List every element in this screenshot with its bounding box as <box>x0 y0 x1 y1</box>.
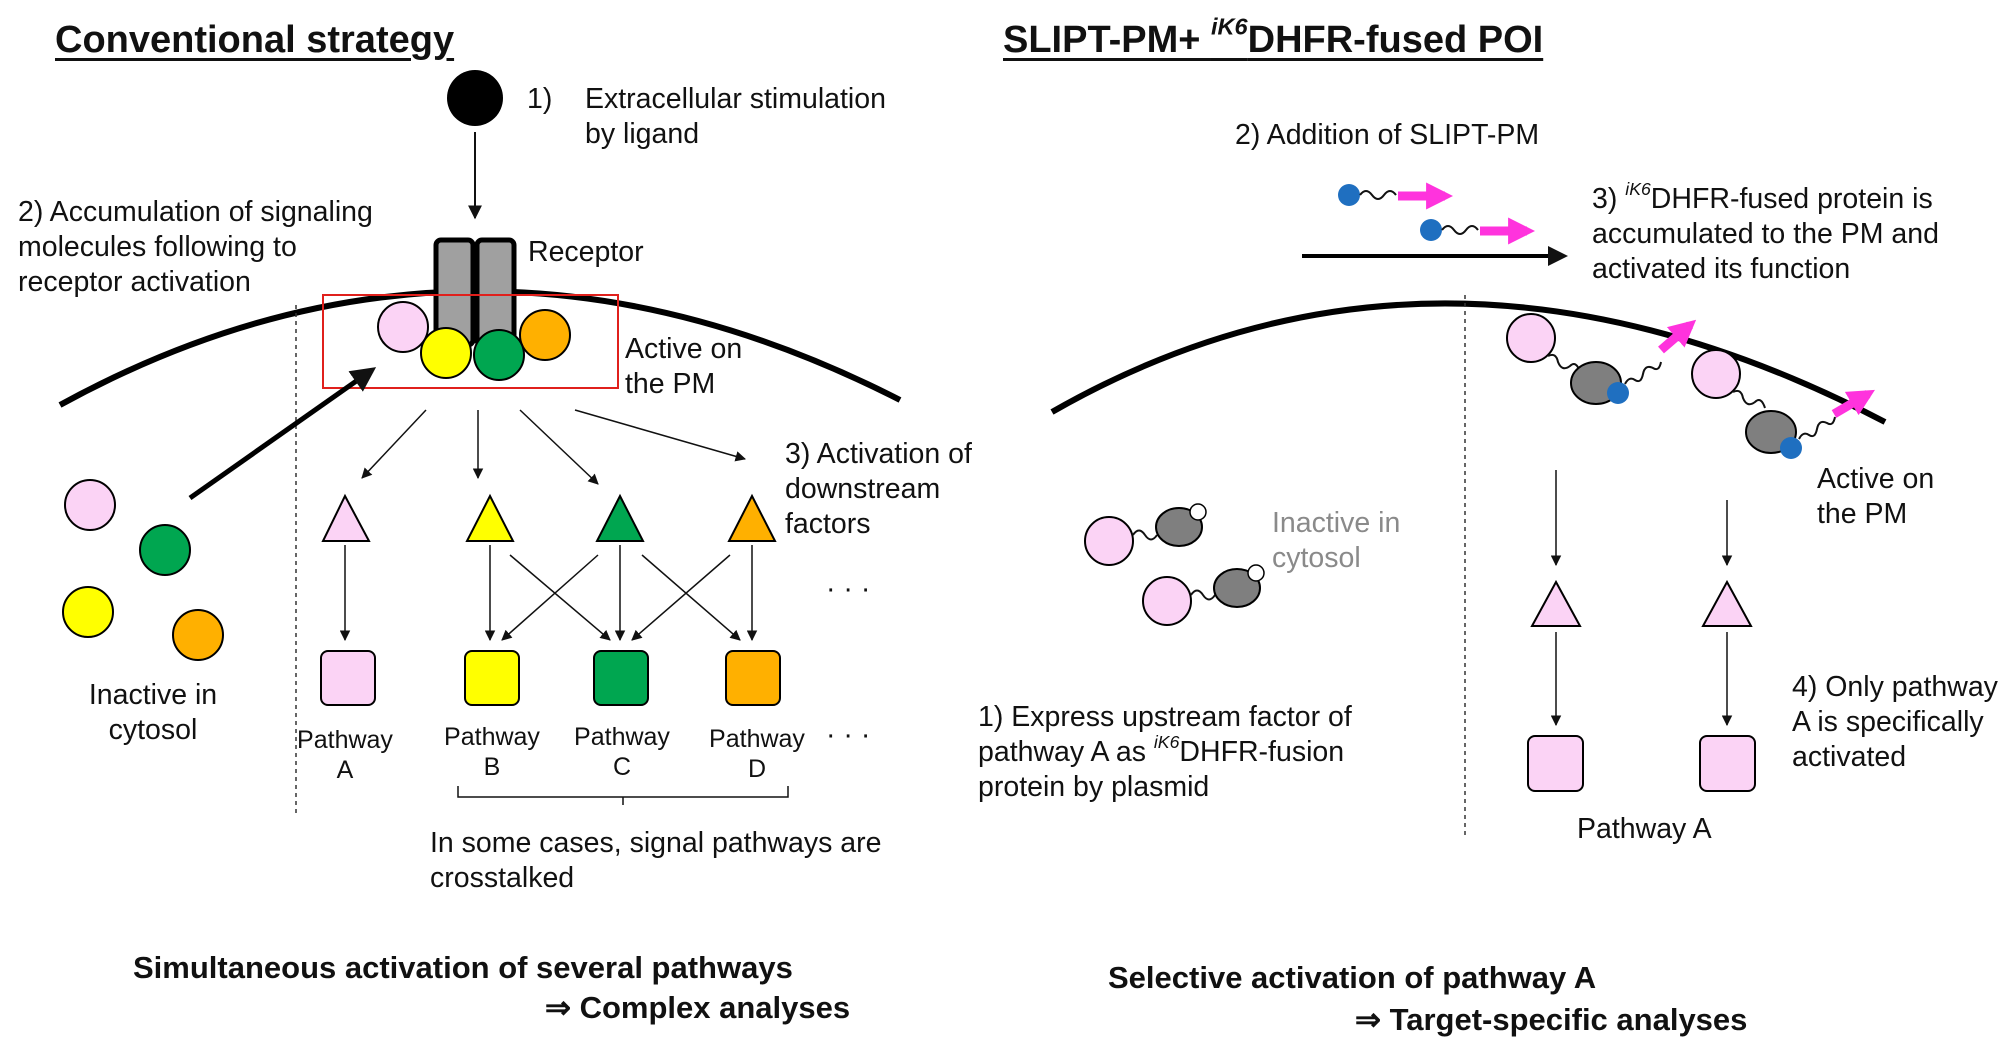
dhfr-fusion-icon <box>1142 564 1265 626</box>
green-molecule-active <box>473 329 525 381</box>
left-summary-line1: Simultaneous activation of several pathw… <box>133 950 793 985</box>
crosstalk-note: In some cases, signal pathways are cross… <box>430 827 882 894</box>
right-pathway-label: Pathway A <box>1577 813 1712 845</box>
left-title: Conventional strategy <box>55 19 455 61</box>
yellow-molecule-cytosol <box>62 586 114 638</box>
dhfr-fusion-active-2 <box>1691 349 1875 459</box>
orange-molecule-cytosol <box>172 609 224 661</box>
pathway-d-label: Pathway D <box>709 725 805 783</box>
pathway-c-label: Pathway C <box>574 723 670 781</box>
plasma-membrane-right <box>1050 300 1887 425</box>
pink-molecule-active <box>377 301 429 353</box>
pathway-a-label: Pathway A <box>297 726 393 784</box>
square-yellow <box>464 650 520 706</box>
right-step2-text: 2) Addition of SLIPT-PM <box>1235 119 1540 151</box>
left-step1-number: 1) <box>527 83 553 115</box>
left-step3-text: 3) Activation of downstream factors <box>785 438 972 540</box>
triangle-yellow <box>465 493 515 542</box>
pathway-b-label: Pathway B <box>444 723 540 781</box>
slipt-pm-icon <box>1420 217 1536 245</box>
left-summary-line2: ⇒ Complex analyses <box>545 990 851 1025</box>
ellipsis-upper: · · · <box>826 573 871 605</box>
orange-molecule-active <box>519 309 571 361</box>
ellipsis-lower: · · · <box>826 719 871 751</box>
left-step1-text: Extracellular stimulation by ligand <box>585 83 886 150</box>
right-summary-line2: ⇒ Target-specific analyses <box>1355 1002 1748 1037</box>
triangle-pink-right-2 <box>1701 579 1753 627</box>
active-region-box <box>322 294 619 389</box>
green-molecule-cytosol <box>139 524 191 576</box>
right-active-label: Active on the PM <box>1817 463 1935 530</box>
triangle-pink <box>321 493 371 542</box>
ligand-icon <box>447 70 503 126</box>
square-pink-right-1 <box>1527 735 1584 792</box>
triangle-pink-right-1 <box>1530 579 1582 627</box>
triangle-orange <box>727 493 777 542</box>
recruitment-arrow <box>188 367 377 501</box>
right-step4-text: 4) Only pathway A is specifically activa… <box>1792 671 1998 773</box>
right-step1-text: 1) Express upstream factor of pathway A … <box>978 701 1352 803</box>
pink-molecule-cytosol <box>64 479 116 531</box>
square-orange <box>725 650 781 706</box>
square-pink-right-2 <box>1699 735 1756 792</box>
crosstalk-bracket <box>457 786 789 805</box>
right-title: SLIPT-PM+ iK6DHFR-fused POI <box>1003 13 1544 61</box>
dhfr-fusion-icon <box>1084 503 1207 566</box>
left-active-label: Active on the PM <box>625 333 743 400</box>
right-step3-text: 3) iK6DHFR-fused protein is accumulated … <box>1592 178 1939 285</box>
slipt-pm-icon <box>1338 182 1454 210</box>
right-summary-line1: Selective activation of pathway A <box>1108 960 1597 995</box>
square-green <box>593 650 649 706</box>
yellow-molecule-active <box>420 327 472 379</box>
dhfr-fusion-active-1 <box>1506 313 1697 405</box>
receptor-label: Receptor <box>528 236 644 268</box>
right-inactive-label: Inactive in cytosol <box>1272 507 1401 574</box>
square-pink <box>320 650 376 706</box>
triangle-green <box>595 493 645 542</box>
left-inactive-label: Inactive in cytosol <box>88 679 218 746</box>
left-step2-text: 2) Accumulation of signaling molecules f… <box>18 196 373 298</box>
